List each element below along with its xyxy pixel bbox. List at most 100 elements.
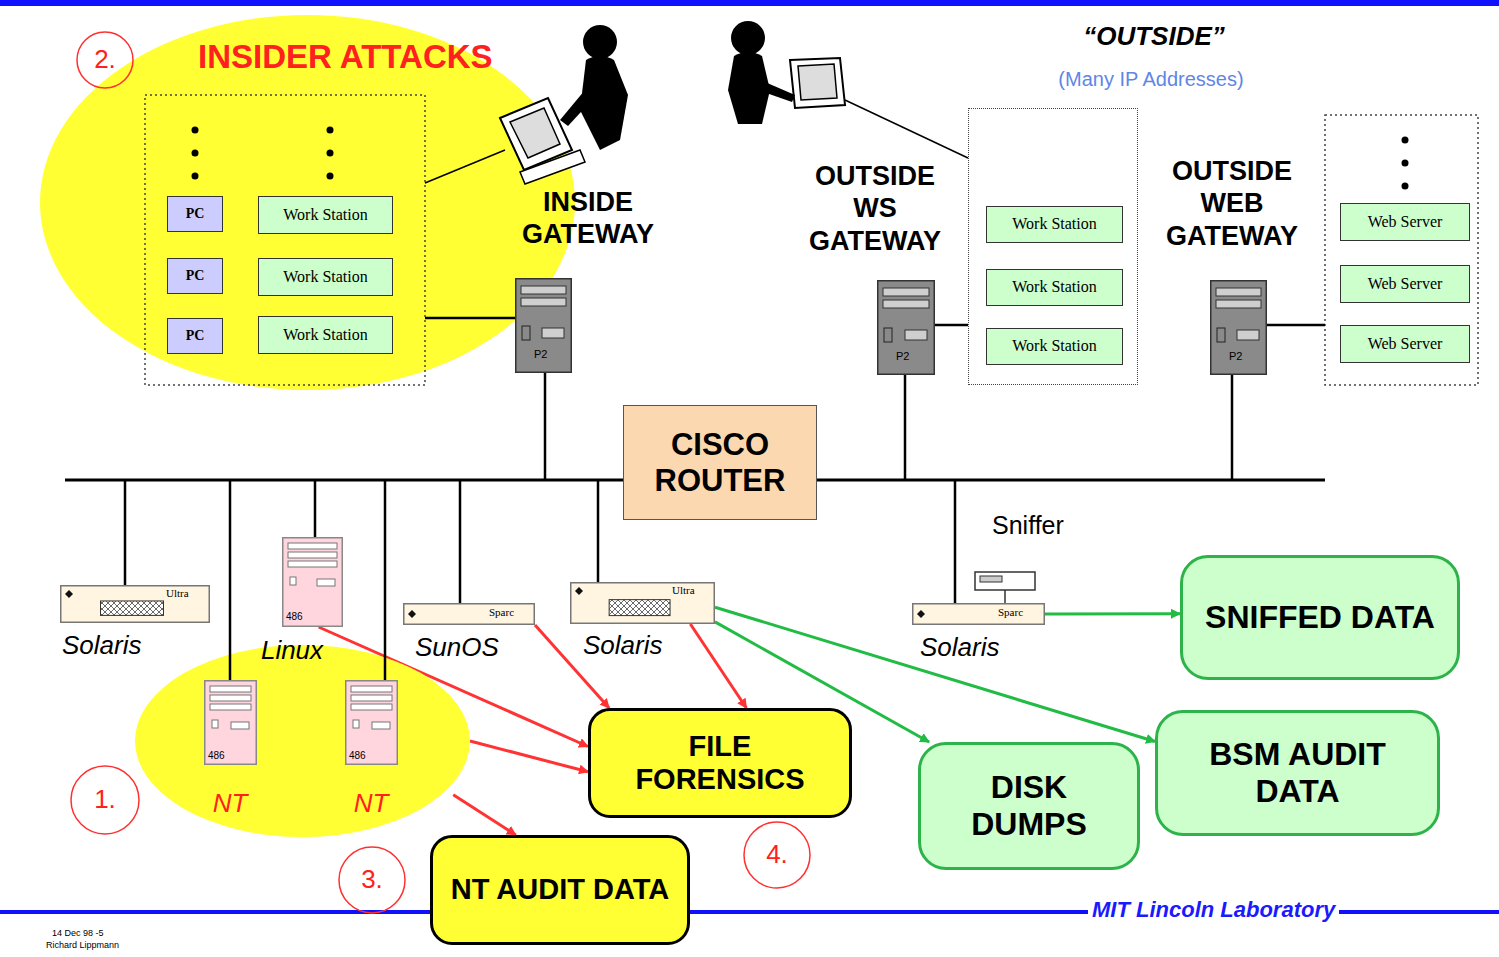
device-logo [575,587,583,595]
box-label: Web Server [1368,335,1443,353]
drive-bay [542,328,564,338]
drawing-part [1402,160,1409,167]
drawing-part [327,127,334,134]
drive-bay [288,543,337,549]
node-heading: 486 [208,750,238,762]
button [212,720,218,728]
node-label: (Many IP Addresses) [1011,67,1291,91]
arrow-connector [453,795,516,835]
arrow-connector [1045,612,1180,615]
drive-bay [351,686,392,692]
node-heading: 1. [80,784,130,815]
footer-date: 14 Dec 98 -5 [52,928,104,938]
arrow-connector [470,741,588,772]
node-label: Solaris [583,630,713,661]
tower-pc: 486Linux [282,537,343,627]
sparc-device [403,603,535,625]
drawing-part [314,480,317,537]
workstation-device: UltraSolaris [60,585,210,623]
data-box: DISK DUMPS [918,742,1140,870]
footer-org: MIT Lincoln Laboratory [1088,897,1339,923]
node-label: NT [341,788,401,819]
server-case [878,281,935,375]
node-label: Sparc [998,606,1042,619]
device-logo [408,610,416,618]
region-ellipse [135,645,470,837]
drawing-part [544,373,547,480]
drawing-part [71,766,139,834]
button [1217,328,1225,342]
drive-bay [372,722,390,729]
drive-bay [1237,330,1259,340]
drive-bay [1216,300,1261,308]
drive-slot [609,600,670,616]
drawing-part [597,480,600,582]
server-case [1211,281,1267,375]
drawing-part [125,100,1325,680]
callout-number: 4. [752,839,802,870]
drive-bay [317,579,335,586]
box-label: SNIFFED DATA [1205,599,1435,636]
drawing-part [935,324,968,327]
drawing-part [580,56,628,150]
drawing-part [845,100,968,158]
data-box: FILE FORENSICS [588,708,852,818]
web-server-box: Web Server [1340,325,1470,363]
drive-bay [210,695,251,701]
arrow-connector [690,624,746,708]
drive-bay [521,298,566,306]
node-heading: OUTSIDE WS GATEWAY [800,160,950,257]
web-server-box: Web Server [1340,265,1470,303]
drawing-part [1004,590,1006,603]
drive-bay [905,330,927,340]
node-label: P2 [896,350,926,363]
workstation-box: Work Station [258,316,393,354]
drawing-part [520,150,585,184]
box-label: PC [186,268,205,284]
node-heading: Sniffer [992,510,1122,540]
node-heading: Ultra [166,587,206,600]
device-logo [65,590,73,598]
sparc-device [912,603,1045,625]
box-label: PC [186,328,205,344]
drive-bay [231,722,249,729]
device-case [404,604,535,625]
tower-case [346,681,398,765]
callout-number: 2. [80,44,130,75]
gateway-server: OUTSIDE WS GATEWAYP2 [877,280,935,375]
node-label: Solaris [62,630,192,661]
box-label: Work Station [1012,278,1096,296]
drawing-part [904,375,907,480]
drive-bay [1216,288,1261,296]
node-heading: 486 [349,750,379,762]
nt-region: 1.486NT486NT [135,645,470,837]
drawing-part [728,21,845,124]
box-label: Web Server [1368,213,1443,231]
button [884,328,892,342]
drawing-part [192,173,199,180]
box-label: BSM AUDIT DATA [1170,736,1425,810]
node-heading: OUTSIDE WEB GATEWAY [1157,155,1307,252]
drawing-part [500,25,628,184]
drawing-part [192,150,199,157]
drawing-part [425,317,515,320]
drive-bay [210,704,251,710]
box-label: CISCO ROUTER [636,427,804,498]
drive-bay [288,561,337,567]
box-label: Work Station [283,206,367,224]
box-label: FILE FORENSICS [603,730,837,797]
box-label: Web Server [1368,275,1443,293]
drawing-part [71,32,810,913]
nt-region [135,645,470,837]
node-heading: Ultra [672,584,712,597]
box-label: Work Station [283,326,367,344]
web-server-box: Web Server [1340,203,1470,241]
drawing-part [1402,137,1409,144]
drawing-part [77,32,133,88]
node-label: Solaris [920,632,1040,663]
drawing-part [980,576,1002,582]
data-box: BSM AUDIT DATA [1155,710,1440,836]
node-label: NT [200,788,260,819]
pc-box: PC [167,318,223,354]
drawing-part [500,98,572,170]
